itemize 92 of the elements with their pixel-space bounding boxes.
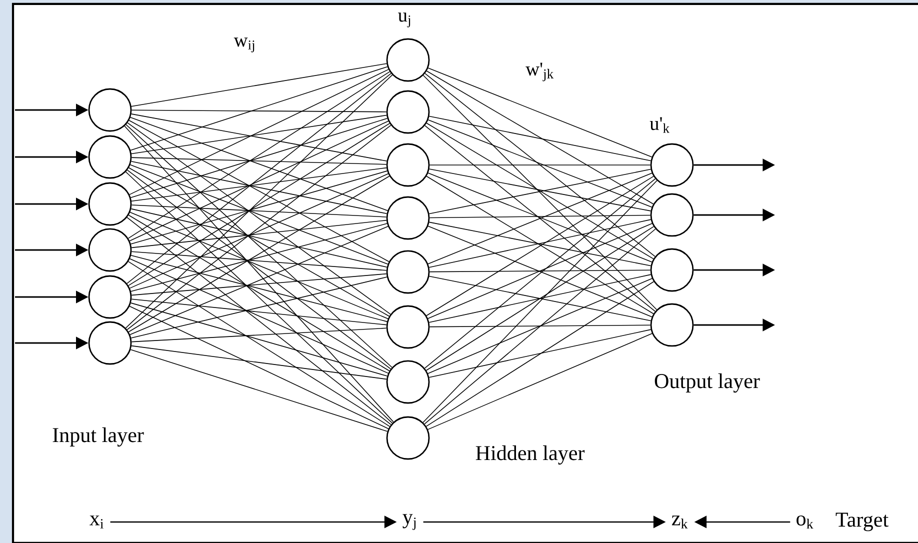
connection-line <box>131 328 387 342</box>
connection-line <box>128 71 390 239</box>
neuron-circle <box>88 275 132 319</box>
connection-line <box>130 164 388 265</box>
connection-line <box>424 228 656 424</box>
weight-label: w'$_{jk}$ <box>526 62 554 82</box>
connection-line <box>130 208 388 268</box>
connection-line <box>426 122 654 260</box>
connection-line <box>130 160 388 214</box>
connection-line <box>128 261 390 427</box>
connection-line <box>128 214 390 372</box>
connection-line <box>125 171 393 424</box>
connection-line <box>131 345 387 380</box>
layer-label: Hidden layer <box>476 445 585 465</box>
neuron-circle <box>88 135 132 179</box>
connection-line <box>426 70 654 204</box>
neuron-circle <box>88 182 132 226</box>
neuron-circle <box>650 303 694 347</box>
connection-line <box>130 276 388 338</box>
connection-line <box>131 220 387 248</box>
neuron-circle <box>386 90 430 134</box>
connection-line <box>130 223 388 292</box>
connection-line <box>131 204 387 218</box>
variable-label: y$_{j}$ <box>402 514 416 530</box>
connection-line <box>429 324 651 328</box>
layer-label: Output layer <box>654 373 760 393</box>
connection-line <box>129 120 389 242</box>
connection-line <box>422 74 658 310</box>
connection-line <box>429 270 651 272</box>
connection-line <box>424 73 656 257</box>
connection-line <box>129 258 389 374</box>
neuron-circle <box>650 193 694 237</box>
connection-line <box>429 164 651 166</box>
variable-label: o$_{k}$ <box>796 515 814 529</box>
connection-line <box>129 69 389 195</box>
connection-line <box>131 63 387 107</box>
neuron-circle <box>386 250 430 294</box>
neuron-circle <box>386 305 430 349</box>
connection-line <box>131 273 387 296</box>
connection-line <box>424 178 656 369</box>
connection-line <box>426 226 654 371</box>
connection-line <box>130 349 388 432</box>
connection-line <box>428 116 652 162</box>
connection-line <box>130 114 388 162</box>
target-label: Target <box>836 512 888 532</box>
connection-line <box>426 281 654 427</box>
connection-line <box>124 126 394 422</box>
connection-line <box>428 278 652 374</box>
neuron-circle <box>386 38 430 82</box>
connection-line <box>429 214 651 218</box>
connection-line <box>428 329 652 378</box>
connection-line <box>129 173 389 289</box>
connection-line <box>126 170 392 370</box>
connection-line <box>131 167 387 202</box>
connection-line <box>125 74 393 328</box>
connection-line <box>130 170 388 244</box>
connection-line <box>428 68 652 158</box>
connection-line <box>130 116 388 211</box>
neuron-circle <box>386 196 430 240</box>
neuron-circle <box>386 143 430 187</box>
connection-line <box>428 119 652 208</box>
connection-line <box>424 125 656 312</box>
connection-line <box>128 120 390 262</box>
connection-line <box>130 118 388 198</box>
neuron-circle <box>386 360 430 404</box>
neuron-circle <box>386 416 430 460</box>
connection-line <box>130 255 388 322</box>
connection-line <box>131 110 387 112</box>
connection-line <box>126 73 392 284</box>
connection-line <box>131 251 387 271</box>
connection-line <box>130 66 388 151</box>
connection-line <box>130 302 388 376</box>
variable-label: z$_{k}$ <box>672 516 688 528</box>
neuron-circle <box>88 88 132 132</box>
connection-line <box>131 157 387 165</box>
neuron-circle <box>88 321 132 365</box>
neuron-circle <box>650 143 694 187</box>
connection-line <box>131 298 387 326</box>
neuron-circle <box>88 228 132 272</box>
connection-line <box>130 212 388 320</box>
connection-line <box>428 333 652 430</box>
connection-line <box>129 306 389 430</box>
connection-line <box>126 217 392 425</box>
neuron-circle <box>650 248 694 292</box>
connection-line <box>126 124 392 368</box>
layer-label: Input layer <box>52 427 144 447</box>
weight-label: w$_{ij}$ <box>234 38 254 52</box>
variable-label: x$_{i}$ <box>90 516 104 528</box>
connection-line <box>422 180 658 423</box>
connection-line <box>130 226 388 335</box>
connection-line <box>131 114 387 154</box>
connection-line <box>128 123 390 286</box>
